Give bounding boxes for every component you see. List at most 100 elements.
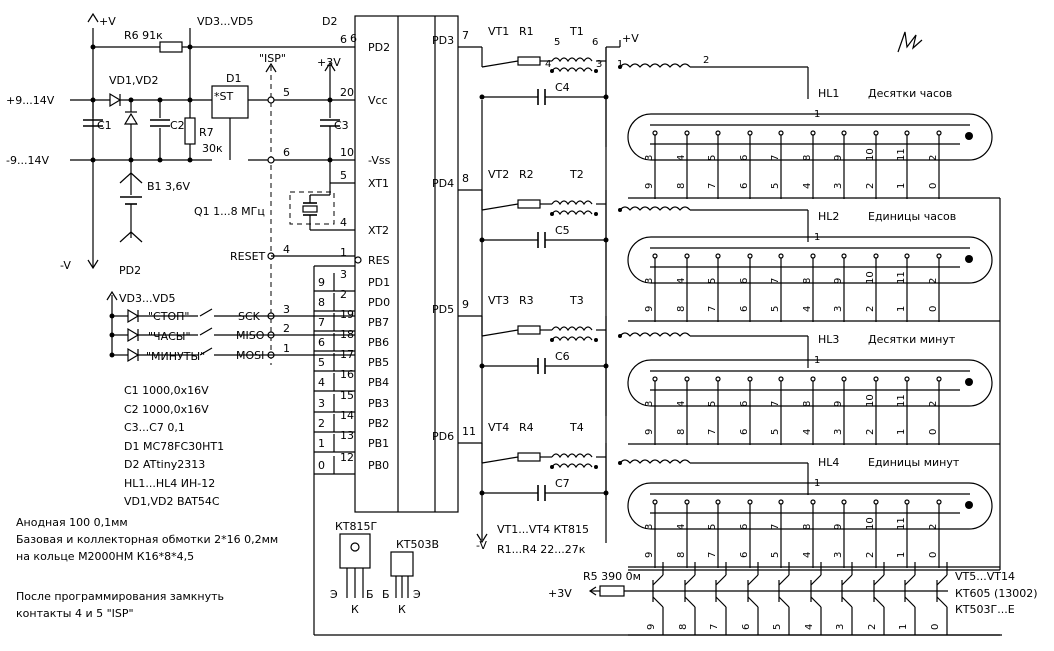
- mcu-pin-label: PB6: [368, 336, 389, 349]
- mcu-inner-number: 9: [318, 276, 325, 289]
- capacitor-label: C6: [555, 350, 570, 363]
- driver-transistor: 1: [898, 562, 916, 635]
- kt503-pin-b: Б: [382, 588, 390, 601]
- tube-pin-bottom: 0: [928, 306, 939, 312]
- mcu-inner-number: 0: [318, 459, 325, 472]
- base-wire: [481, 203, 519, 211]
- tube-pin-top: 11: [896, 394, 907, 407]
- driver-number: 2: [867, 624, 878, 630]
- junction-dot: [479, 94, 485, 100]
- transistor-emitter: [873, 596, 885, 608]
- kt815-pin-k: К: [351, 603, 359, 616]
- note-contacts: контакты 4 и 5 "ISP": [16, 607, 134, 620]
- driver-number: 7: [709, 624, 720, 630]
- cathode-pin: [810, 499, 816, 505]
- mcu-pin-number: 20: [340, 86, 354, 99]
- mcu-inner-number: 5: [318, 356, 325, 369]
- cathode-pin: [841, 253, 847, 259]
- tube-pin-bottom: 7: [707, 429, 718, 435]
- tube-name: HL3: [818, 333, 839, 346]
- cathode-pin: [873, 499, 879, 505]
- parts-list-item: C3...C7 0,1: [124, 421, 185, 434]
- vt-note: VT1...VT4 КТ815: [497, 523, 589, 536]
- cathode-pin: [652, 130, 658, 136]
- capacitor-label: C4: [555, 81, 570, 94]
- mcu-pin-label: PB2: [368, 417, 389, 430]
- kt815-label: КТ815Г: [335, 520, 378, 533]
- transistor-emitter: [841, 596, 853, 608]
- tube-pin-top: 2: [928, 524, 939, 530]
- cathode-pin: [904, 376, 910, 382]
- tube-pin-bottom: 8: [676, 429, 687, 435]
- cathode-pin: [652, 499, 658, 505]
- coil-collector: [551, 67, 593, 73]
- winding-dot: [594, 338, 598, 342]
- c3-label: C3: [334, 119, 349, 132]
- tube-dot: [965, 132, 973, 140]
- kt815-pin-e: Э: [330, 588, 338, 601]
- cathode-pin: [715, 499, 721, 505]
- t1-pin-number: 6: [592, 37, 598, 48]
- mosi-label: MOSI: [236, 349, 264, 362]
- tube-pin-bottom: 0: [928, 552, 939, 558]
- transistor-collector: [904, 574, 916, 586]
- coil-collector: [551, 463, 593, 469]
- transistor-collector: [652, 574, 664, 586]
- tube-desc: Десятки часов: [868, 87, 952, 100]
- mcu-pin-label: RES: [368, 254, 390, 267]
- cathode-pin: [715, 253, 721, 259]
- transistor-label: VT4: [488, 421, 509, 434]
- driver-transistor: 9: [646, 562, 664, 635]
- tube-anode-pin: 1: [814, 478, 820, 489]
- cathode-pin: [936, 376, 942, 382]
- button-contact: [199, 327, 213, 336]
- transistor-collector: [936, 574, 948, 586]
- isp-pin-number: 4: [283, 243, 290, 256]
- kt503-pin-k: К: [398, 603, 406, 616]
- minutes-button-label[interactable]: "МИНУТЫ": [146, 350, 205, 363]
- tube-outline: [627, 236, 993, 284]
- tube-pin-bottom: 9: [644, 183, 655, 189]
- vd35-label: VD3...VD5: [197, 15, 253, 28]
- cathode-pin: [841, 130, 847, 136]
- coil-anode: [619, 459, 691, 464]
- tube-dot: [965, 378, 973, 386]
- power-section: [70, 12, 355, 365]
- pd-pin-number: 7: [462, 29, 469, 42]
- tube-pin-bottom: 2: [865, 429, 876, 435]
- winding-dot: [550, 465, 554, 469]
- driver-number: 6: [741, 624, 752, 630]
- coil-anode: [619, 332, 691, 337]
- cathode-pin: [747, 376, 753, 382]
- tube-pin-top: 10: [865, 517, 876, 530]
- cathode-pin: [747, 253, 753, 259]
- packages: КТ815Г КТ503В Э К Б Б К Э: [330, 520, 439, 616]
- transistor-emitter: [810, 596, 822, 608]
- vt5-note-1: VT5...VT14: [955, 570, 1015, 583]
- stop-button-label[interactable]: "СТОП": [148, 310, 189, 323]
- tube-pin-bottom: 6: [739, 429, 750, 435]
- r-note: R1...R4 22...27к: [497, 543, 586, 556]
- tube-pin-top: 6: [739, 155, 750, 161]
- cathode-pin: [904, 130, 910, 136]
- cathode-pin: [684, 499, 690, 505]
- mcu-pin-label: PB4: [368, 376, 389, 389]
- mcu-pin-number: 13: [340, 429, 354, 442]
- note-core: на кольце М2000НМ К16*8*4,5: [16, 550, 195, 563]
- r5-label: R5 390 0м: [583, 570, 641, 583]
- mcu-pin-number: 16: [340, 368, 354, 381]
- cathode-pin: [904, 253, 910, 259]
- resistor: [517, 199, 541, 209]
- tube-pin-bottom: 4: [802, 552, 813, 558]
- tube-pin-top: 3: [644, 278, 655, 284]
- tube-pin-bottom: 1: [896, 552, 907, 558]
- resistor: [517, 325, 541, 335]
- hours-button-label[interactable]: "ЧАСЫ": [148, 330, 191, 343]
- mcu-pin-number: 10: [340, 146, 354, 159]
- cathode-pin: [747, 499, 753, 505]
- winding-dot: [618, 334, 622, 338]
- driver-number: 9: [646, 624, 657, 630]
